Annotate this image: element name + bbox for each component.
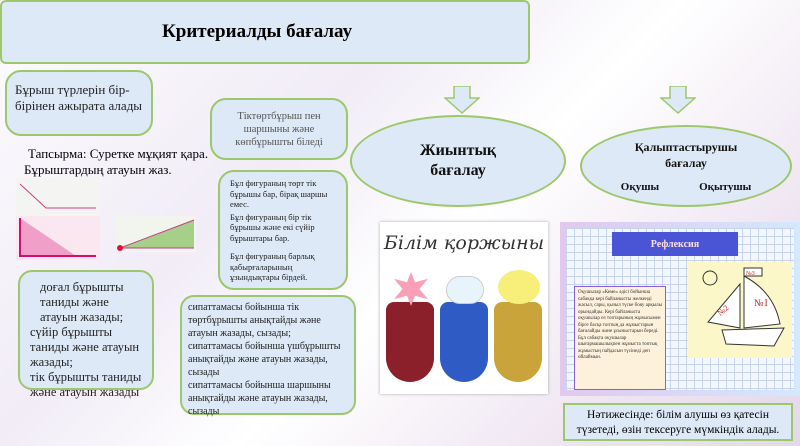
criterion-box-shapes: Тіктөртбұрыш пен шаршыны және көпбұрышты… xyxy=(210,98,348,160)
sailboat-picture: №3 №1 №2 xyxy=(688,262,792,358)
descriptor-item: доғал бұрышты таниды және атауын жазады; xyxy=(40,280,124,324)
angle-images xyxy=(16,178,196,260)
arrow-down-icon xyxy=(660,86,696,114)
task-item: Бұл фигураның бір тік бұрышы және екі сү… xyxy=(230,211,315,243)
descriptor-item: сипаттамасы бойынша үшбұрышты анықтайды … xyxy=(188,341,341,378)
gold-bag xyxy=(494,302,542,382)
descriptor-item: тік бұрышты таниды және атауын жазады xyxy=(30,370,142,399)
summative-assessment: Жиынтық бағалау xyxy=(350,115,566,207)
reflection-title: Рефлексия xyxy=(612,232,738,256)
student-label: Оқушы xyxy=(620,181,660,193)
red-bag xyxy=(386,302,434,382)
task-text: Тапсырма: Суретке мұқият қара. Бұрыштард… xyxy=(24,146,208,178)
knowledge-bag-image: Білім қоржыны xyxy=(380,222,548,394)
teacher-label: Оқытушы xyxy=(699,181,752,193)
star-shape xyxy=(394,272,428,306)
task-box-shapes: Бұл фигураның төрт тік бұрышы бар, бірақ… xyxy=(218,170,348,290)
label-no3: №3 xyxy=(746,271,755,277)
label-no1: №1 xyxy=(754,298,769,309)
title-banner: Критериалды бағалау xyxy=(0,0,530,64)
arrow-down-icon xyxy=(444,86,480,114)
formative-title: Қалыптастырушы бағалау xyxy=(634,140,738,170)
descriptor-item: сипаттамасы бойынша тік төртбұрышты анық… xyxy=(188,302,321,339)
descriptor-item: сипаттамасы бойынша шаршыны анықтайды жә… xyxy=(188,380,331,417)
task-line: Бұрыштардың атауын жаз. xyxy=(24,162,172,177)
sailboat-icon: №3 №1 №2 xyxy=(702,267,785,347)
reflection-image: Рефлексия Оқушылар «Кеме» әдісі бойынша … xyxy=(560,222,800,396)
task-item: Бұл фигураның барлық қабырғаларының ұзын… xyxy=(230,251,315,282)
smiley-shape xyxy=(498,270,540,304)
bags-title: Білім қоржыны xyxy=(383,232,545,254)
criterion-text: Бұрыш түрлерін бір-бірінен ажырата алады xyxy=(15,82,143,113)
blue-bag xyxy=(440,302,488,382)
summative-label: Жиынтық бағалау xyxy=(419,142,497,179)
reflection-text: Оқушылар «Кеме» әдісі бойынша сабаққа ке… xyxy=(574,286,666,390)
descriptor-box-shapes: сипаттамасы бойынша тік төртбұрышты анық… xyxy=(180,295,356,417)
cloud-shape xyxy=(446,276,484,304)
descriptor-item: сүйір бұрышты таниды және атауын жазады; xyxy=(30,325,140,369)
result-text: Нәтижесінде: білім алушы өз қатесін түзе… xyxy=(576,409,780,436)
task-line: Тапсырма: Суретке мұқият қара. xyxy=(28,146,209,161)
formative-assessment: Қалыптастырушы бағалау Оқушы Оқытушы xyxy=(580,125,792,207)
page-title: Критериалды бағалау xyxy=(162,21,353,42)
criterion-box-angles: Бұрыш түрлерін бір-бірінен ажырата алады xyxy=(5,70,153,136)
criterion-text: Тіктөртбұрыш пен шаршыны және көпбұрышты… xyxy=(235,111,323,148)
result-box: Нәтижесінде: білім алушы өз қатесін түзе… xyxy=(563,403,793,441)
task-item: Бұл фигураның төрт тік бұрышы бар, бірақ… xyxy=(230,178,328,209)
descriptor-box-angles: доғал бұрышты таниды және атауын жазады;… xyxy=(18,270,154,399)
